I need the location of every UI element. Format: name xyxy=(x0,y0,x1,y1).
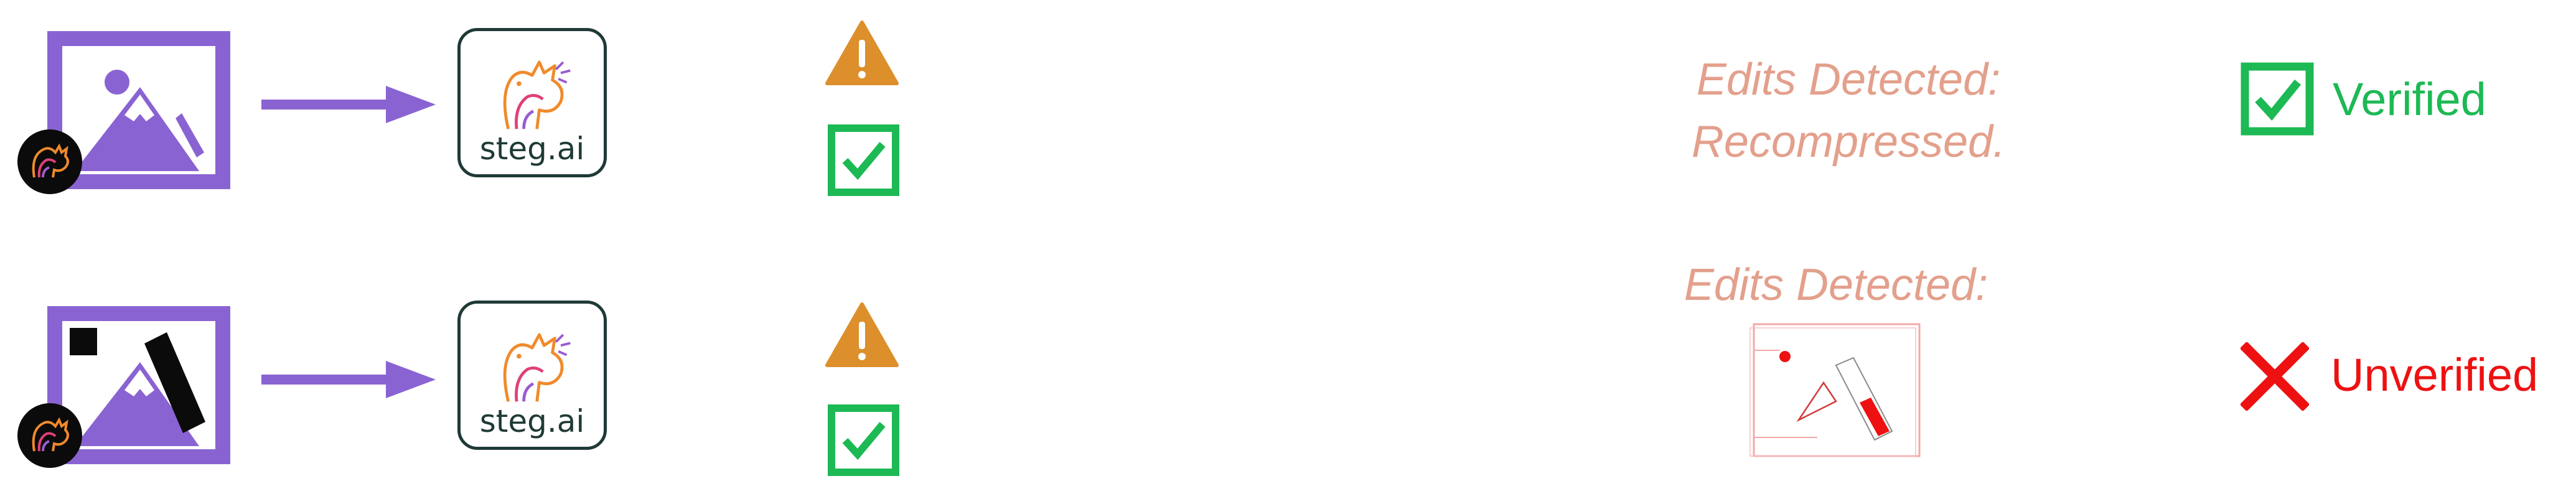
edits-line-2: Recompressed. xyxy=(1691,117,2006,167)
unverified-label: Unverified xyxy=(2331,349,2539,401)
arrow-right-icon xyxy=(261,86,436,123)
cat-logo-icon xyxy=(503,333,571,402)
verified-check-icon xyxy=(2241,62,2314,136)
edits-line-1: Edits Detected: xyxy=(1684,260,1988,310)
check-icon xyxy=(828,124,899,196)
logo-text: steg.ai xyxy=(479,403,585,439)
image-icon xyxy=(47,31,230,189)
check-icon xyxy=(828,404,899,476)
warning-icon xyxy=(825,21,899,85)
cat-watermark-icon xyxy=(17,129,82,194)
warning-icon xyxy=(825,302,899,367)
edits-detected-text: Edits Detected: xyxy=(1643,254,2029,316)
steg-ai-logo: steg.ai xyxy=(457,301,607,450)
edit-map-thumbnail-icon xyxy=(1749,323,1921,457)
cat-logo-icon xyxy=(503,60,571,129)
steg-ai-logo: steg.ai xyxy=(457,28,607,177)
logo-text: steg.ai xyxy=(479,131,585,167)
arrow-right-icon xyxy=(261,361,436,398)
cat-watermark-icon xyxy=(17,403,82,468)
edits-detected-text: Edits Detected: Recompressed. xyxy=(1656,49,2041,173)
cross-icon xyxy=(2241,342,2309,411)
edits-line-1: Edits Detected: xyxy=(1696,55,2001,105)
verified-label: Verified xyxy=(2333,73,2486,125)
edited-image-icon xyxy=(47,306,230,464)
